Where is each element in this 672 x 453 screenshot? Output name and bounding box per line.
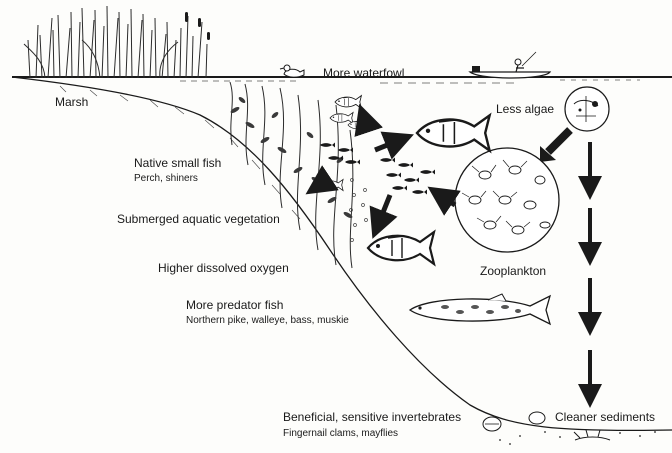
label-higher-oxygen: Higher dissolved oxygen xyxy=(158,262,289,275)
shore-shading xyxy=(60,86,300,219)
label-native-small-fish: Native small fish xyxy=(134,157,221,170)
perch-fish-icon xyxy=(417,115,490,150)
label-more-waterfowl: More waterfowl xyxy=(323,67,404,80)
cattail-heads xyxy=(185,12,210,40)
zooplankton-circle xyxy=(455,148,559,252)
small-fish-cluster xyxy=(320,96,368,191)
pike-icon xyxy=(410,294,550,324)
algae-circle xyxy=(565,87,609,131)
boat-fisher-icon xyxy=(470,52,550,78)
label-less-algae: Less algae xyxy=(496,103,554,116)
label-invertebrates: Beneficial, sensitive invertebrates xyxy=(283,411,461,424)
algae-to-zooplankton-arrow xyxy=(540,130,570,162)
label-submerged-vegetation: Submerged aquatic vegetation xyxy=(117,213,280,226)
label-invertebrate-species: Fingernail clams, mayflies xyxy=(283,428,398,439)
label-zooplankton: Zooplankton xyxy=(480,265,546,278)
lake-bottom xyxy=(12,77,672,430)
marsh-reeds xyxy=(24,6,207,78)
sediment-texture xyxy=(499,431,656,445)
label-marsh: Marsh xyxy=(55,96,88,109)
label-perch-shiners: Perch, shiners xyxy=(134,173,198,184)
label-cleaner-sediments: Cleaner sediments xyxy=(555,411,655,424)
walleye-fish-icon xyxy=(368,232,434,264)
label-more-predator-fish: More predator fish xyxy=(186,299,283,312)
submerged-vegetation xyxy=(230,82,353,268)
label-predator-species: Northern pike, walleye, bass, muskie xyxy=(186,315,349,326)
mayfly-icon xyxy=(574,430,610,440)
duck-icon xyxy=(280,65,304,77)
